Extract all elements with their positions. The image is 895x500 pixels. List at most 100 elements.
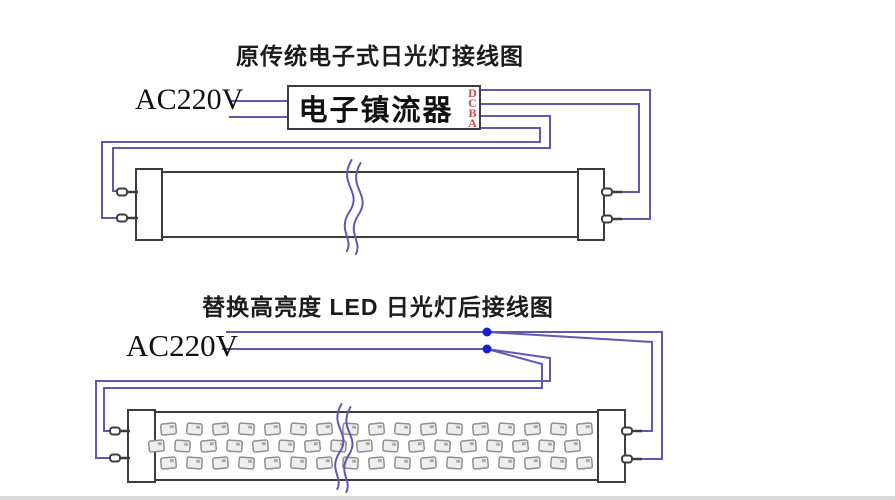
led-chip-mark [496,442,501,446]
ballast-terminal-d: D [468,86,477,100]
led-chip-mark [392,442,397,446]
led-chip-mark [365,442,370,446]
led-chip-mark [585,459,590,463]
led-chip [575,422,594,436]
ballast-terminal-a: A [468,116,477,130]
led-chip [511,439,530,453]
fluorescent-tube-body [159,171,581,238]
led-chip [251,439,270,453]
led-chip [382,439,399,453]
ballast-terminal-c: C [468,96,477,110]
led-chip [446,422,463,436]
led-chip-mark [560,425,565,429]
led-chip-mark [352,459,357,463]
ballast-wire-a [101,127,541,219]
led-chip [186,422,203,436]
led-chip [407,439,426,453]
top-diagram-title: 原传统电子式日光灯接线图 [236,43,524,69]
led-chip-mark [300,459,305,463]
ac220v-label-bottom: AC220V [126,328,238,363]
ballast-wire-c [481,103,640,193]
fluorescent-tube-pin-tip [601,187,613,197]
led-chip-mark [236,442,241,446]
led-chip [238,422,255,436]
led-chip-mark [352,425,357,429]
led-chip [459,439,478,453]
led-chip [159,422,178,436]
led-chip-mark [404,459,409,463]
led-tube-cap-right [597,409,626,483]
led-chip-mark [313,442,318,446]
led-chip [278,439,295,453]
led-chip-mark [248,459,253,463]
led-chip-mark [404,425,409,429]
led-chip-mark [261,442,266,446]
led-chip [471,456,490,470]
led-chip-mark [300,425,305,429]
led-chip [575,456,594,470]
led-live-inner [486,331,653,432]
led-chip [563,439,582,453]
led-chip-mark [221,459,226,463]
led-chip [498,422,515,436]
led-chip [486,439,503,453]
led-chip [315,456,334,470]
ballast-box: 电子镇流器 D C B A [287,85,481,130]
bottom-diagram-title: 替换高亮度 LED 日光灯后接线图 [202,294,554,320]
footer-bar [0,496,895,500]
led-chip-mark [481,459,486,463]
led-tube-break-wave [343,406,354,493]
led-chip-mark [585,425,590,429]
ballast-label: 电子镇流器 [298,94,454,127]
led-chip [159,456,178,470]
led-chip [394,456,411,470]
led-chip [367,456,386,470]
led-tube-break-wave [334,403,345,490]
led-tube-body [153,411,599,481]
led-chip-mark [325,425,330,429]
ballast-terminal-b: B [468,106,477,120]
led-chip-mark [273,459,278,463]
led-chip [471,422,490,436]
led-chip-mark [560,459,565,463]
led-chip [238,456,255,470]
junction-dot [482,344,492,354]
led-chip-mark [444,442,449,446]
led-chip [367,422,386,436]
led-chip [523,422,542,436]
led-tube-pin-tip [621,426,633,436]
led-chip-mark [169,459,174,463]
led-chip [419,422,438,436]
led-chip-mark [196,425,201,429]
led-tube-pin-tip [109,426,121,436]
led-chip [263,422,282,436]
led-chip-mark [456,459,461,463]
led-chip-mark [469,442,474,446]
led-neutral-inner [103,348,543,432]
led-chip [174,439,191,453]
ballast-wire-d [481,89,651,220]
led-chip-mark [248,425,253,429]
led-chip [211,456,230,470]
led-chip [523,456,542,470]
led-chip-mark [377,425,382,429]
led-live-outer [487,331,663,460]
led-chip-mark [273,425,278,429]
led-tube-pin-tip [109,453,121,463]
led-chip-mark [184,442,189,446]
led-neutral-outer [95,348,551,459]
led-chip [199,439,218,453]
led-chip [498,456,515,470]
led-chip-mark [573,442,578,446]
led-chip [550,456,567,470]
led-chip-mark [209,442,214,446]
fluorescent-tube-cap-left [135,168,163,241]
led-chip-mark [533,425,538,429]
led-chip-mark [377,459,382,463]
fluorescent-tube-cap-right [577,168,605,241]
led-chip [550,422,567,436]
fluorescent-tube-pin-tip [116,213,128,223]
led-chip [355,439,374,453]
led-chip-mark [508,459,513,463]
